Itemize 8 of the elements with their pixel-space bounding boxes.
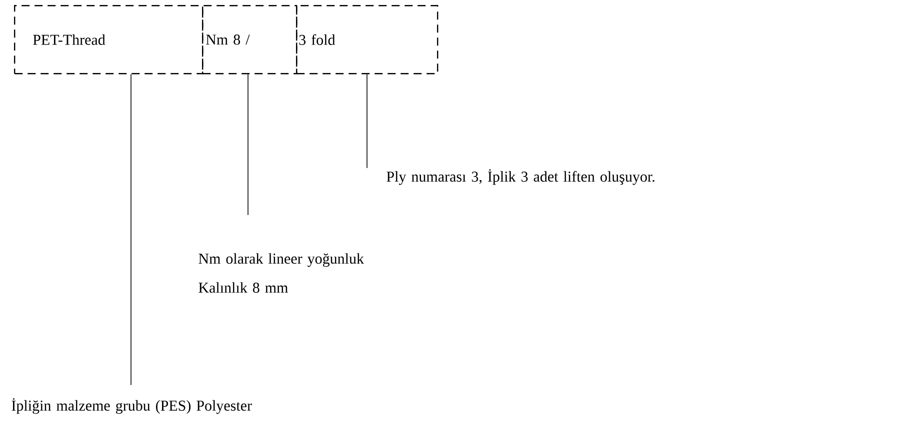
dashed-box: 3 fold xyxy=(296,5,438,74)
annotation-text: Ply numarası 3, İplik 3 adet liften oluşuyor. xyxy=(386,169,654,185)
dashed-box: PET-Thread xyxy=(14,5,204,74)
annotation-text: Nm olarak lineer yoğunluk Kalınlık 8 mm xyxy=(198,253,364,293)
leader-line xyxy=(130,74,132,386)
dashed-box: Nm 8 / xyxy=(202,5,298,74)
annotation-text: İpliğin malzeme grubu (PES) Polyester xyxy=(12,398,252,414)
leader-line xyxy=(366,74,368,168)
